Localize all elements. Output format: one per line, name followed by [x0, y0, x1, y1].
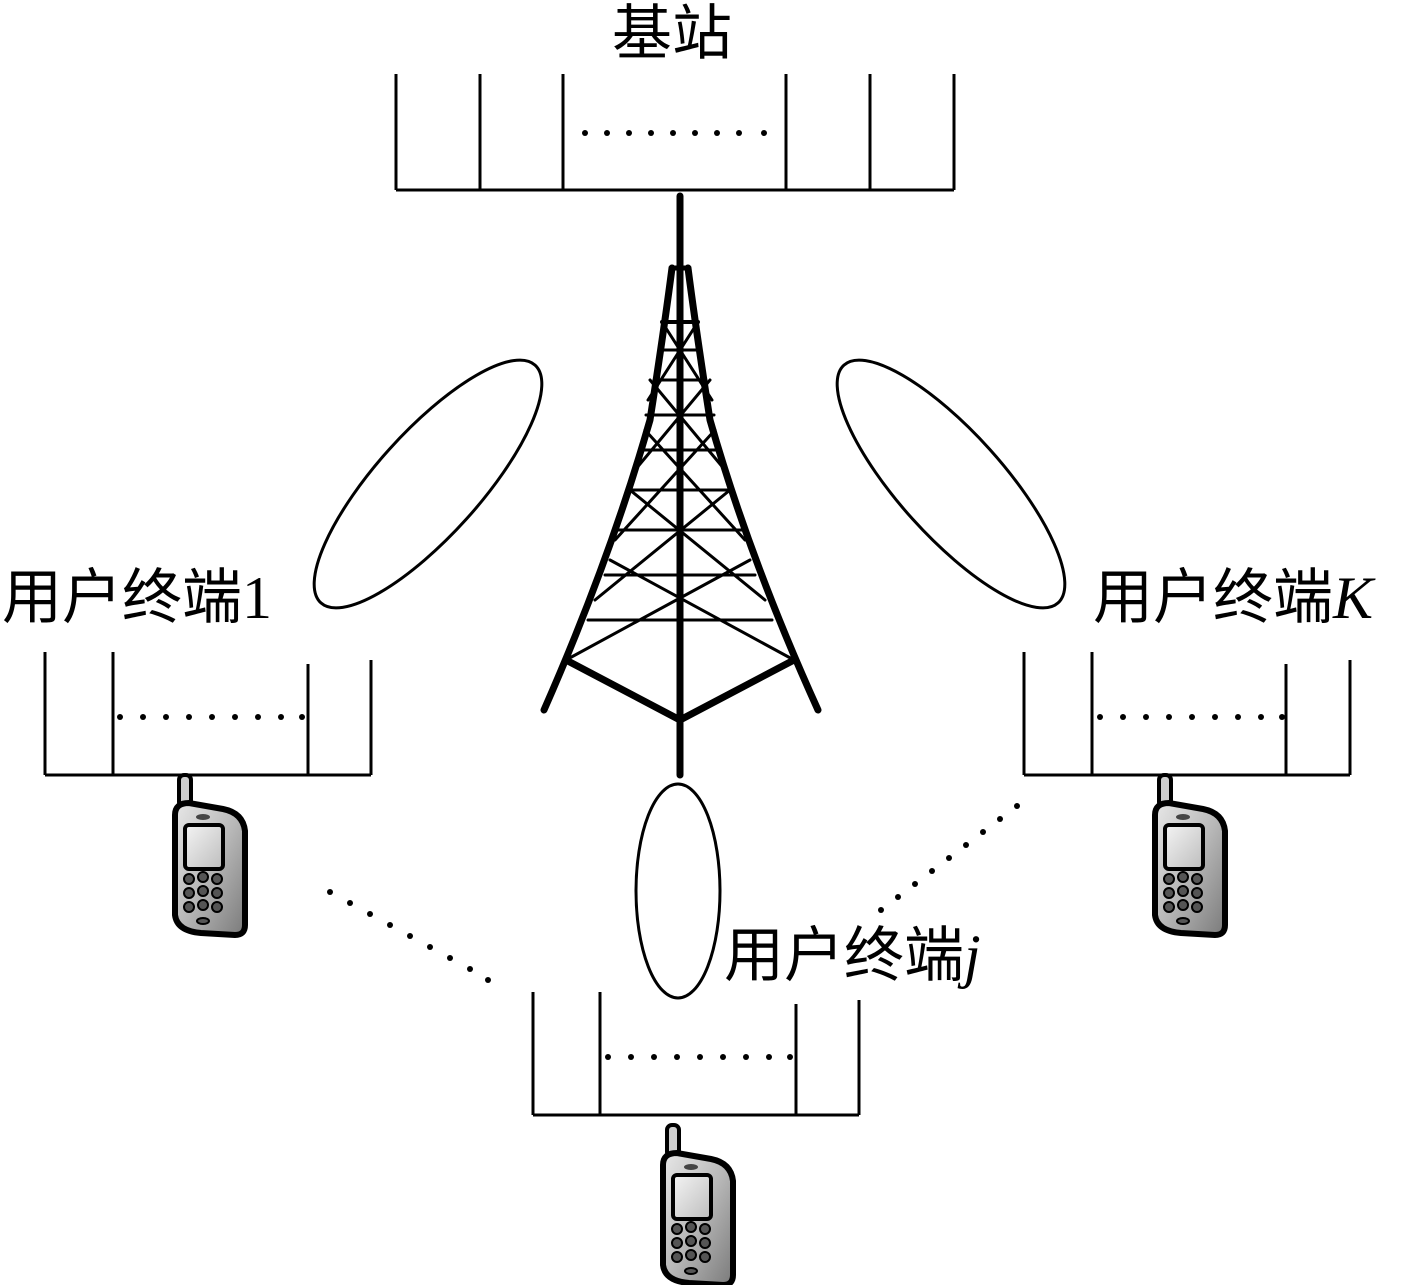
base-station-tower — [540, 192, 822, 779]
base-station-array — [394, 74, 956, 192]
phone-icon-terminal-1 — [175, 775, 245, 935]
beams — [312, 358, 1067, 1000]
phone-icon-terminal-k — [1155, 775, 1225, 935]
terminal-1-label: 用户终端1 — [2, 563, 272, 633]
terminal-k-ellipsis-dots — [1097, 714, 1285, 720]
base-station-ellipsis-dots — [582, 130, 767, 136]
terminal-j-array — [531, 992, 861, 1117]
dotted-connector-right — [878, 803, 1020, 913]
beam-terminal-1 — [312, 358, 544, 610]
phone-icon-terminal-j — [663, 1125, 733, 1285]
terminal-1-ellipsis-dots — [117, 714, 305, 720]
terminal-1-array — [43, 652, 373, 777]
terminal-k-array — [1022, 652, 1352, 777]
beam-terminal-j — [634, 782, 722, 1000]
dotted-connector-left — [327, 889, 491, 983]
terminal-j-label: 用户终端j — [724, 921, 981, 991]
terminal-j-ellipsis-dots — [605, 1054, 793, 1060]
base-station-label: 基站 — [612, 0, 732, 69]
terminal-k-label: 用户终端K — [1093, 563, 1374, 633]
beam-terminal-k — [835, 358, 1067, 610]
